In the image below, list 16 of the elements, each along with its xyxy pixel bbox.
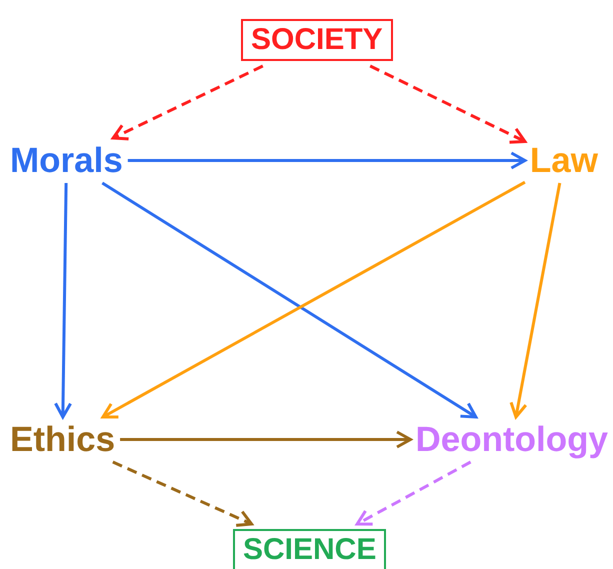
label-box bbox=[241, 19, 393, 61]
concept-label: Ethics bbox=[10, 422, 116, 457]
concept-label: Morals bbox=[10, 143, 123, 178]
box-label: SCIENCE bbox=[243, 535, 376, 565]
arrow bbox=[128, 152, 526, 170]
arrow bbox=[120, 430, 412, 448]
concept-label: Deontology bbox=[416, 422, 608, 457]
arrow bbox=[54, 182, 72, 418]
arrow bbox=[112, 460, 254, 527]
box-label: SOCIETY bbox=[251, 25, 383, 55]
arrow bbox=[356, 460, 472, 526]
concept-label: Law bbox=[530, 143, 598, 178]
arrow bbox=[370, 64, 526, 144]
arrow bbox=[112, 64, 264, 140]
label-box bbox=[233, 529, 386, 569]
arrow bbox=[510, 182, 562, 418]
